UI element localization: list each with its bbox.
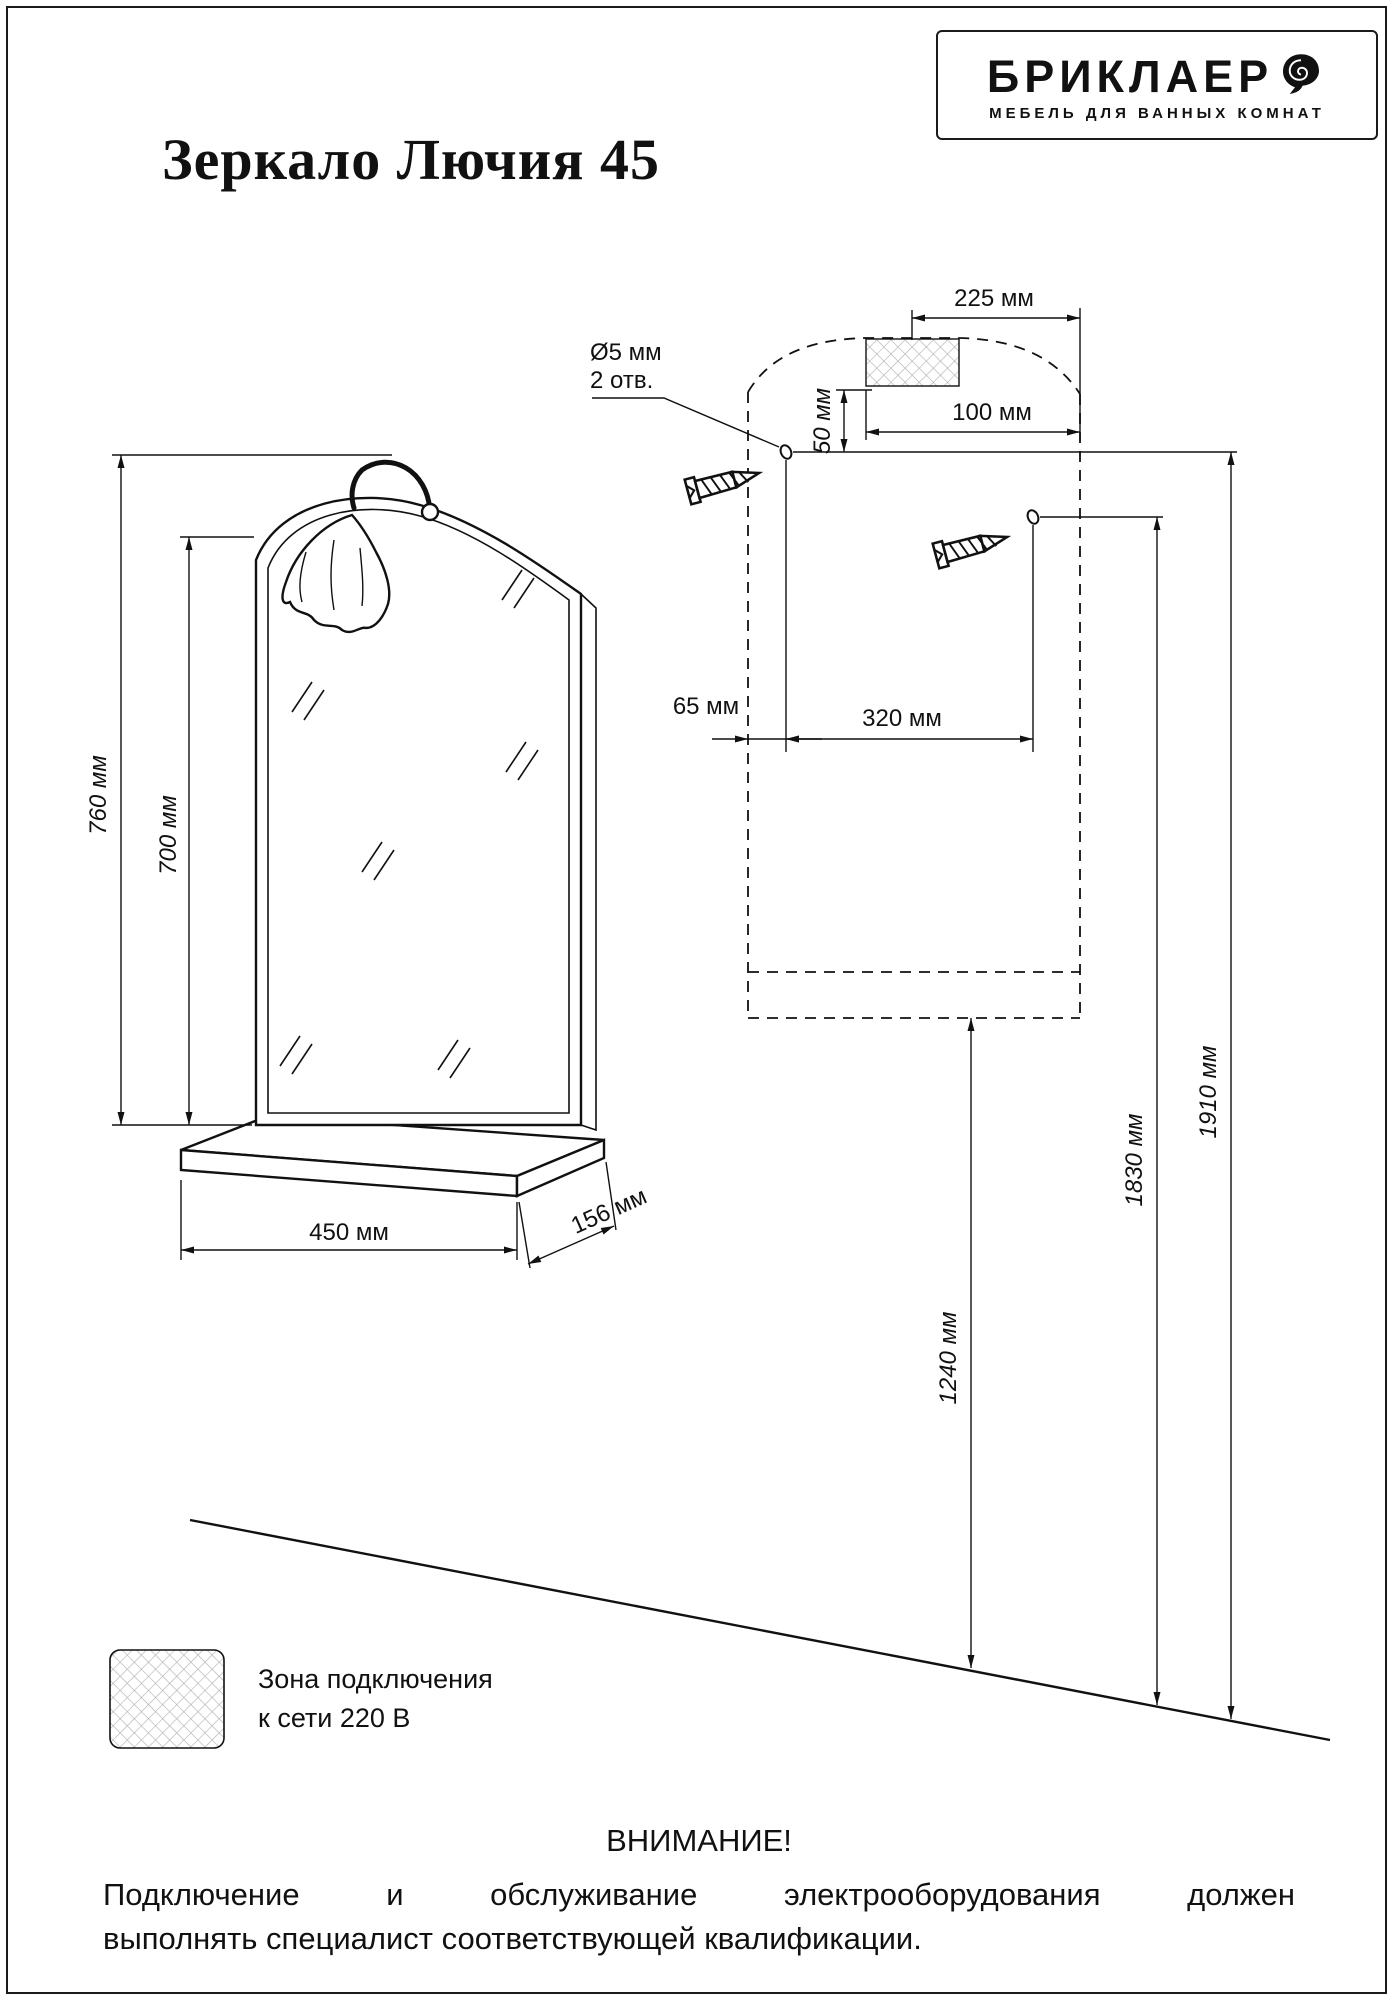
floor-line (189, 1518, 1331, 1742)
page-title: Зеркало Лючия 45 (162, 127, 661, 192)
mirror-inner-frame (267, 508, 570, 1114)
legend-line-2: к сети 220 В (258, 1703, 411, 1734)
glass-reflections (279, 569, 539, 1079)
dim-1830-label: 1830 мм (1121, 1114, 1148, 1207)
hole-note-count: 2 отв. (590, 367, 653, 394)
hole-note: Ø5 мм 2 отв. (590, 339, 780, 448)
screw-upper-icon (683, 459, 764, 506)
dim-225: 225 мм (911, 285, 1081, 394)
warning-block: ВНИМАНИЕ! Подключение и обслуживание эле… (103, 1820, 1295, 1960)
dim-450: 450 мм (180, 1180, 518, 1260)
dim-1910: 1910 мм (1195, 452, 1235, 1719)
lamp-icon (281, 459, 440, 634)
hole-upper (779, 444, 793, 460)
dim-760-label: 760 мм (85, 755, 112, 835)
dim-1910-label: 1910 мм (1195, 1046, 1222, 1139)
mirror-shelf (179, 1114, 606, 1198)
dim-225-label: 225 мм (954, 285, 1034, 312)
rose-icon (1283, 53, 1320, 94)
legend-hatch-swatch (109, 1649, 225, 1749)
dim-100: 100 мм (865, 390, 1081, 440)
dim-100-label: 100 мм (952, 399, 1032, 426)
dim-1830: 1830 мм (1121, 517, 1161, 1705)
dim-700-label: 700 мм (155, 795, 182, 875)
dashed-mounting-outline (747, 337, 1081, 1019)
dim-1240-label: 1240 мм (935, 1312, 962, 1405)
dim-1240: 1240 мм (935, 1018, 975, 1668)
brand-name: БРИКЛАЕР (986, 50, 1274, 102)
legend: Зона подключения к сети 220 В (258, 1660, 493, 1738)
legend-line-1: Зона подключения (258, 1664, 493, 1694)
power-zone-hatch (865, 338, 960, 387)
hole-extension-lines (785, 460, 1034, 752)
brand-row: БРИКЛАЕР (987, 49, 1327, 99)
brand-logo-box: БРИКЛАЕР МЕБЕЛЬ ДЛЯ ВАННЫХ КОМНАТ (936, 30, 1378, 140)
brand-tagline: МЕБЕЛЬ ДЛЯ ВАННЫХ КОМНАТ (989, 104, 1325, 122)
hole-note-diameter: Ø5 мм (590, 339, 662, 366)
dim-50-label: 50 мм (809, 388, 836, 454)
mirror-frame-outline (254, 496, 583, 1127)
warning-heading: ВНИМАНИЕ! (606, 1823, 792, 1858)
dim-450-label: 450 мм (309, 1219, 389, 1246)
dim-320-label: 320 мм (862, 705, 942, 732)
dim-65-label: 65 мм (673, 693, 739, 720)
dim-760: 760 мм (85, 454, 392, 1126)
mirror-front-view (179, 459, 606, 1198)
screw-lower-icon (931, 523, 1012, 570)
dim-320: 320 мм (786, 705, 1033, 743)
warning-line-1: Подключение и обслуживание электрооборуд… (103, 1876, 1295, 1912)
mirror-side-edge (580, 593, 597, 1132)
mounting-scheme: Ø5 мм 2 отв. 225 мм 100 мм 50 мм (590, 285, 1237, 1719)
dim-156-label: 156 мм (567, 1183, 651, 1240)
dim-50: 50 мм (809, 388, 872, 454)
hole-lower (1026, 509, 1040, 525)
dim-700: 700 мм (155, 536, 254, 1125)
warning-line-2: выполнять специалист соответствующей ква… (103, 1920, 922, 1956)
dim-65: 65 мм (673, 693, 822, 743)
